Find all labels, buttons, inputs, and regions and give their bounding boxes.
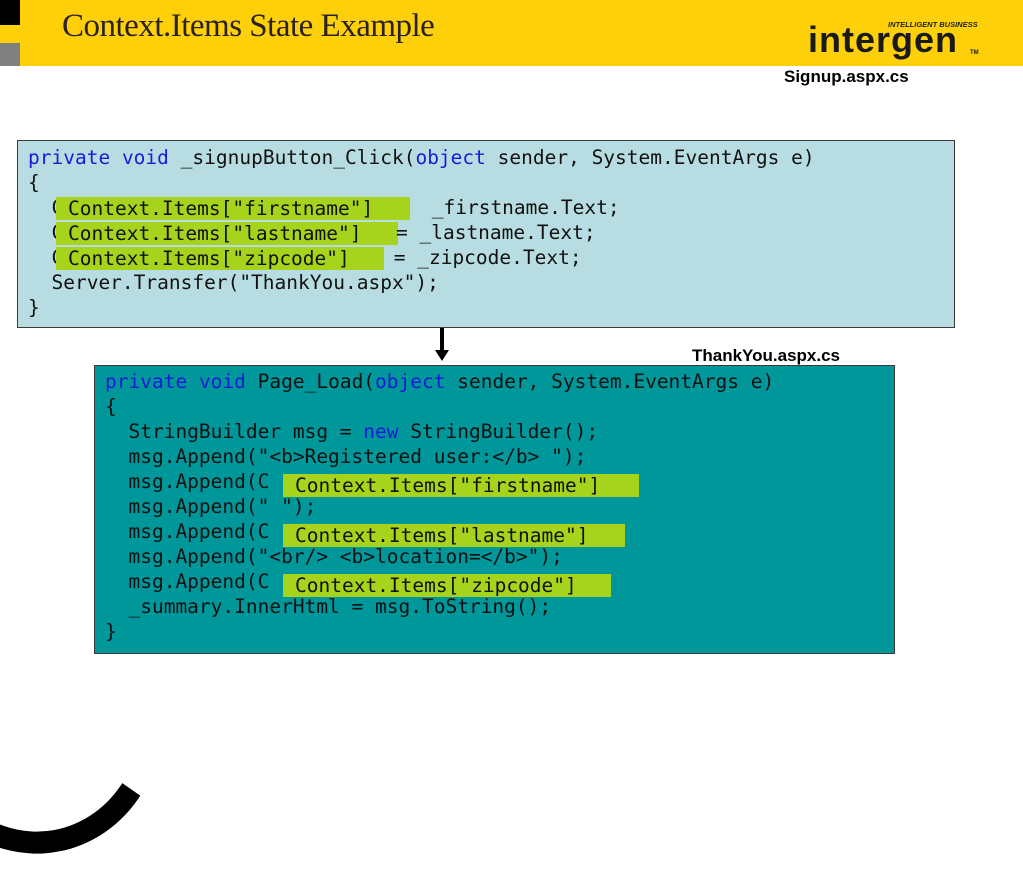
signup-code-box: private void _signupButton_Click(object …	[17, 140, 955, 328]
code-line: private void Page_Load(object sender, Sy…	[105, 370, 775, 393]
down-arrow-line	[440, 328, 444, 352]
code-line: msg.Append(" ");	[105, 495, 317, 518]
intergen-logo: intergen INTELLIGENT BUSINESS TM	[808, 20, 983, 60]
code-line: }	[105, 620, 117, 643]
code-line: msg.Append("<b>Registered user:</b> ");	[105, 445, 587, 468]
code-line: msg.Append(C	[105, 570, 270, 593]
thankyou-code-box: private void Page_Load(object sender, Sy…	[94, 365, 895, 654]
highlight-lastname-2: Context.Items["lastname"]	[283, 524, 625, 547]
code-suffix-lastname: = _lastname.Text;	[396, 221, 596, 244]
code-line: _summary.InnerHtml = msg.ToString();	[105, 595, 552, 618]
header-black-square	[0, 0, 20, 25]
thankyou-file-label: ThankYou.aspx.cs	[692, 346, 841, 365]
code-line: msg.Append("<br/> <b>location=</b>");	[105, 545, 563, 568]
code-line: private void _signupButton_Click(object …	[28, 146, 815, 169]
logo-trademark: TM	[970, 50, 979, 56]
logo-tagline: INTELLIGENT BUSINESS	[888, 20, 978, 29]
thankyou-code: private void Page_Load(object sender, Sy…	[105, 369, 774, 644]
code-line: msg.Append(C	[105, 520, 270, 543]
code-line: {	[105, 395, 117, 418]
header-grey-square	[0, 43, 20, 66]
slide-header: Context.Items State Example intergen INT…	[0, 0, 1023, 66]
code-suffix-zipcode: = _zipcode.Text;	[382, 246, 582, 269]
slide-title: Context.Items State Example	[62, 8, 435, 44]
signup-code: private void _signupButton_Click(object …	[28, 145, 815, 320]
highlight-zipcode-2: Context.Items["zipcode"]	[283, 574, 611, 597]
code-suffix-firstname: _firstname.Text;	[420, 196, 620, 219]
code-line: Server.Transfer("ThankYou.aspx");	[28, 271, 439, 294]
highlight-zipcode: Context.Items["zipcode"]	[56, 247, 384, 270]
code-line: }	[28, 296, 40, 319]
code-line: msg.Append(C	[105, 470, 270, 493]
signup-file-label: Signup.aspx.cs	[784, 67, 909, 86]
logo-name: intergen	[808, 19, 959, 60]
code-line: {	[28, 171, 40, 194]
down-arrow-head-icon	[435, 350, 449, 361]
code-line: StringBuilder msg = new StringBuilder();	[105, 420, 599, 443]
highlight-firstname: Context.Items["firstname"]	[56, 197, 410, 220]
highlight-firstname-2: Context.Items["firstname"]	[283, 474, 639, 497]
highlight-lastname: Context.Items["lastname"]	[56, 222, 398, 245]
